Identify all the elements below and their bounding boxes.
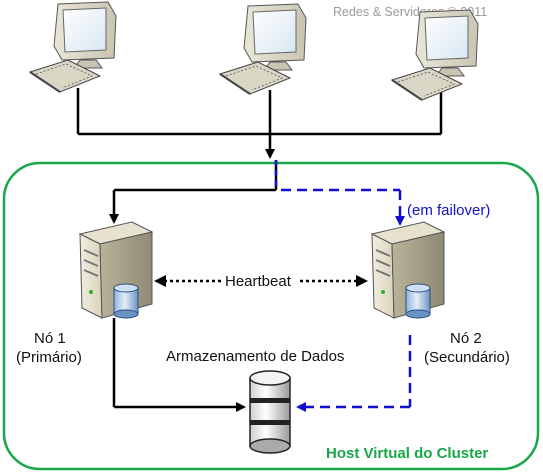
node1-role: (Primário) xyxy=(16,349,82,366)
server-icon xyxy=(370,221,446,319)
database-icon xyxy=(249,370,291,454)
node1-name: Nó 1 xyxy=(34,330,66,347)
cluster-boundary xyxy=(2,161,540,471)
heartbeat-arrow-left xyxy=(154,275,166,287)
storage-link-primary xyxy=(112,318,246,412)
server-icon xyxy=(78,221,154,319)
failover-links xyxy=(281,188,412,412)
cluster-label: Host Virtual do Cluster xyxy=(326,445,488,462)
node2-role: (Secundário) xyxy=(424,349,510,366)
desktop-computer-icon xyxy=(28,1,117,93)
node2-name: Nó 2 xyxy=(450,330,482,347)
failover-label: (em failover) xyxy=(407,202,490,219)
desktop-computer-icon xyxy=(390,9,479,101)
heartbeat-arrow-right xyxy=(356,275,368,287)
heartbeat-label: Heartbeat xyxy=(225,273,292,290)
storage-label: Armazenamento de Dados xyxy=(166,348,344,365)
network-links xyxy=(76,88,443,224)
desktop-computer-icon xyxy=(218,3,307,95)
